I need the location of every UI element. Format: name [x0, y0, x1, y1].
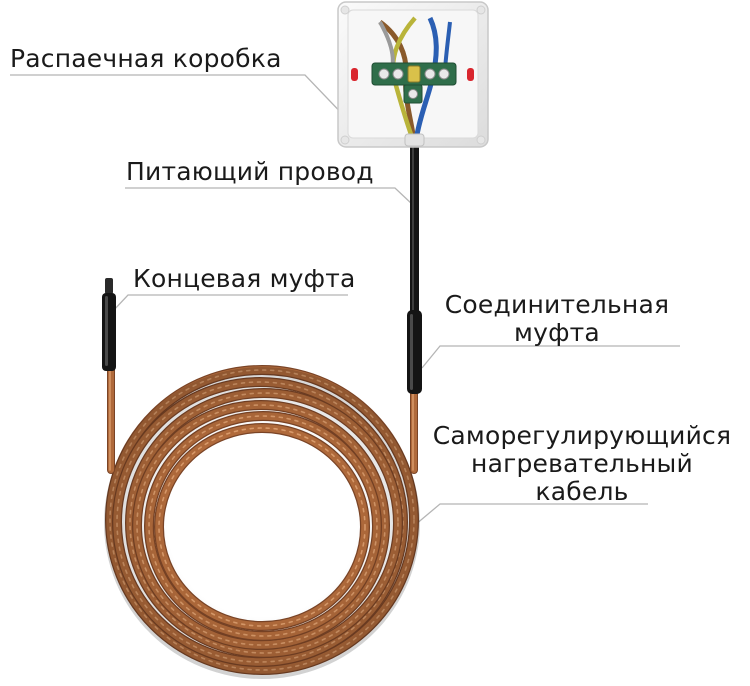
red-marker-right [467, 68, 474, 81]
label-junction-box: Распаечная коробка [10, 44, 282, 73]
junction-box [337, 1, 489, 148]
label-heating-cable-line-2: нагревательный [471, 449, 693, 478]
leader-lines [10, 74, 680, 526]
red-marker-left [351, 68, 358, 81]
leader-end-sleeve [111, 294, 348, 313]
label-end-sleeve: Концевая муфта [133, 264, 356, 293]
label-connection-sleeve: Соединительная муфта [437, 291, 677, 347]
heating-cable-coil [104, 365, 420, 679]
leader-heating-cable [414, 503, 648, 526]
label-heating-cable-line-3: кабель [535, 477, 629, 506]
cable-runs [107, 364, 418, 474]
label-connection-sleeve-line-1: Соединительная [444, 290, 670, 319]
end-sleeve [102, 278, 116, 371]
label-supply-wire: Питающий провод [126, 157, 374, 186]
label-heating-cable: Саморегулирующийся нагревательный кабель [418, 422, 746, 506]
coil-shading [104, 367, 420, 679]
connection-sleeve [407, 310, 422, 394]
leader-connection-sleeve [421, 345, 680, 369]
supply-wire [410, 140, 419, 320]
label-heating-cable-line-1: Саморегулирующийся [432, 421, 732, 450]
leader-supply-wire [125, 187, 414, 206]
leader-junction-box [10, 74, 351, 123]
label-connection-sleeve-line-2: муфта [514, 318, 600, 347]
